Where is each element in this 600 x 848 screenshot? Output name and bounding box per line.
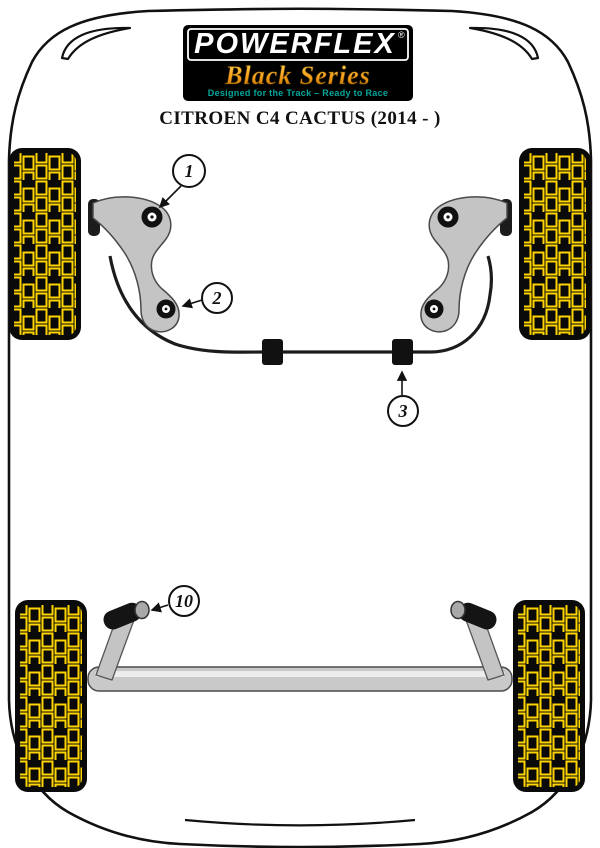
callout-2: 2 [181, 282, 233, 314]
rear-beam-axle [87, 666, 513, 692]
vehicle-title: CITROEN C4 CACTUS (2014 - ) [159, 108, 441, 129]
callout-10: 10 [150, 585, 200, 617]
logo-frame [187, 28, 409, 61]
logo-tagline: Designed for the Track – Ready to Race [208, 88, 388, 98]
wheel-rear-right [513, 600, 585, 792]
callout-2-label: 2 [212, 288, 222, 308]
callout-1: 1 [158, 154, 206, 209]
front-left-pillar [60, 26, 132, 61]
wheel-front-right [519, 148, 591, 340]
brand-wordmark: POWERFLEX [194, 28, 396, 60]
car-body-outline [7, 7, 593, 848]
rear-beam-highlight [95, 671, 505, 677]
callout-10-label: 10 [175, 591, 193, 611]
anti-roll-bar-bush-right [392, 339, 413, 365]
anti-roll-bar-bush-left [262, 339, 283, 365]
front-right-pillar [468, 26, 540, 61]
series-wordmark: Black Series [224, 61, 371, 90]
wheel-front-left [9, 148, 81, 340]
registered-mark: ® [398, 30, 405, 40]
callout-1-label: 1 [185, 161, 194, 181]
callout-3: 3 [387, 370, 419, 427]
callout-3-label: 3 [398, 401, 408, 421]
wheel-rear-left [15, 600, 87, 792]
rear-body-line [184, 818, 416, 827]
powerflex-logo: POWERFLEX ® Black Series Designed for th… [183, 25, 413, 101]
